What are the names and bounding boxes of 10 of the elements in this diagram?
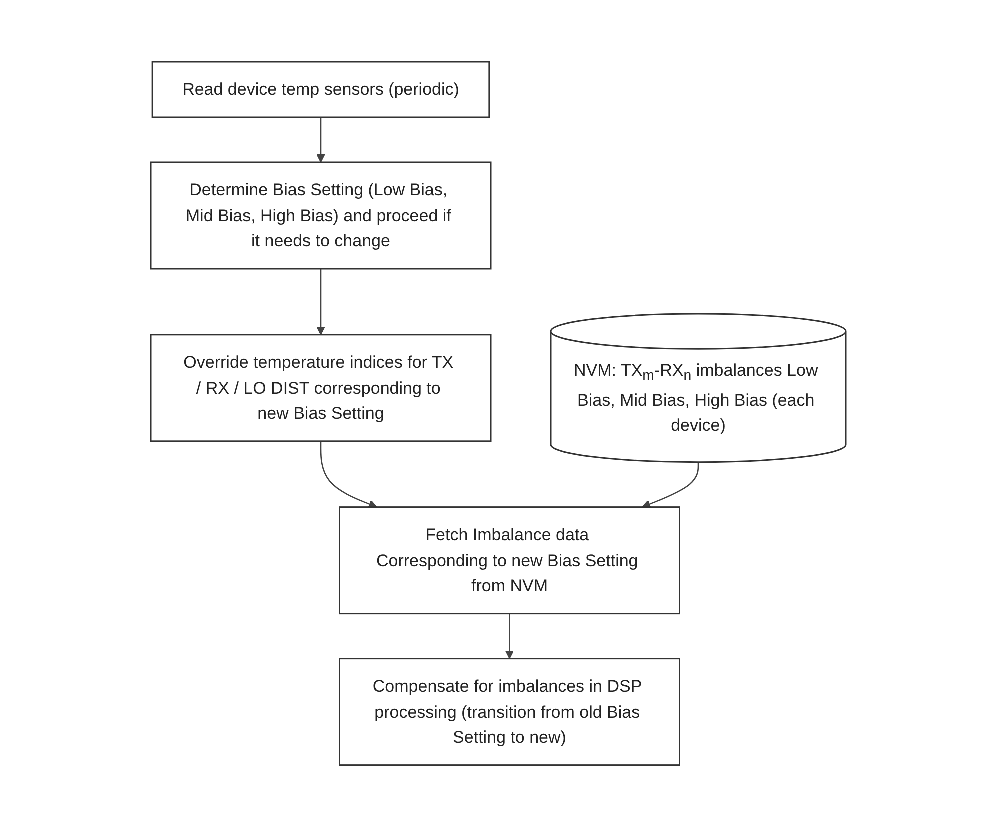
arrow [505, 614, 514, 660]
arrow [316, 117, 326, 163]
node-box: Override temperature indices for TX / RX / LO DIST corresponding to new Bias Setting [150, 334, 492, 442]
node-box: Compensate for imbalances in DSP processing (transition from old Bias Setting to new) [339, 658, 680, 766]
node-box: Fetch Imbalance data Corresponding to new Bias Setting from NVM [339, 506, 680, 614]
arrow [642, 462, 700, 508]
node-box: Read device temp sensors (periodic) [152, 61, 490, 118]
arrow [320, 441, 378, 508]
arrow [316, 268, 326, 336]
node-box: Determine Bias Setting (Low Bias, Mid Bias, High Bias) and proceed if it needs to change [150, 162, 492, 270]
